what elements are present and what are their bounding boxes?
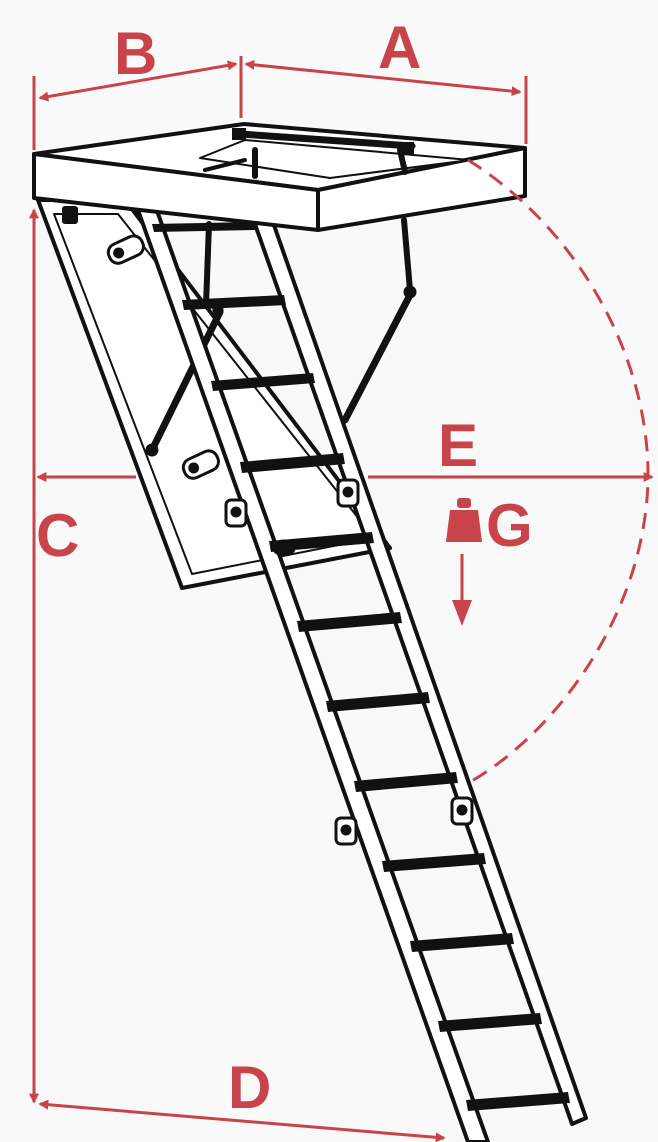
door-hinges xyxy=(106,234,220,480)
label-b: B xyxy=(114,20,157,87)
label-e: E xyxy=(438,412,478,479)
dimension-labels: B A C D E G xyxy=(36,14,533,1121)
dimension-b-line xyxy=(38,60,238,102)
attic-frame xyxy=(32,122,527,232)
folding-arms xyxy=(145,217,417,457)
ladder-rungs xyxy=(152,222,570,1111)
label-c: C xyxy=(36,502,79,569)
dimension-a-line xyxy=(244,59,522,97)
label-a: A xyxy=(378,14,421,81)
dimension-d-line xyxy=(38,1099,446,1142)
label-g: G xyxy=(486,492,533,559)
weight-icon xyxy=(446,498,482,542)
attic-ladder-illustration xyxy=(32,122,588,1142)
door-swing-arc xyxy=(467,158,650,784)
label-d: D xyxy=(228,1054,271,1121)
arrow-down-icon xyxy=(452,554,472,626)
rail-joints xyxy=(224,478,474,846)
dimension-lines xyxy=(29,56,654,1142)
